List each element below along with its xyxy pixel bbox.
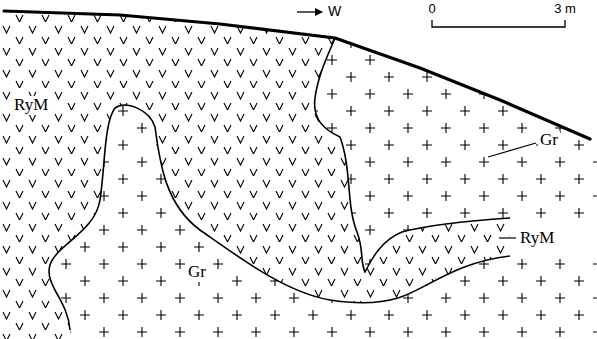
contact-line <box>49 105 510 330</box>
rock-label: Gr <box>186 263 208 282</box>
rock-label: RyM <box>518 229 556 248</box>
direction-label: W <box>326 4 343 19</box>
rock-label: RyM <box>12 96 50 115</box>
leader-line <box>488 143 536 157</box>
contact-line <box>315 38 510 272</box>
scale-bar <box>432 20 565 27</box>
sky-area <box>0 0 597 142</box>
scale-label: 0 <box>426 2 437 16</box>
leader-line <box>499 237 516 238</box>
scale-label: 3 m <box>552 2 578 16</box>
blank-area <box>510 218 597 256</box>
granite-area <box>49 105 597 339</box>
granite-area <box>49 105 597 339</box>
ground-surface <box>4 11 590 139</box>
direction-arrow <box>297 11 322 12</box>
rock-label: Gr <box>538 131 560 150</box>
